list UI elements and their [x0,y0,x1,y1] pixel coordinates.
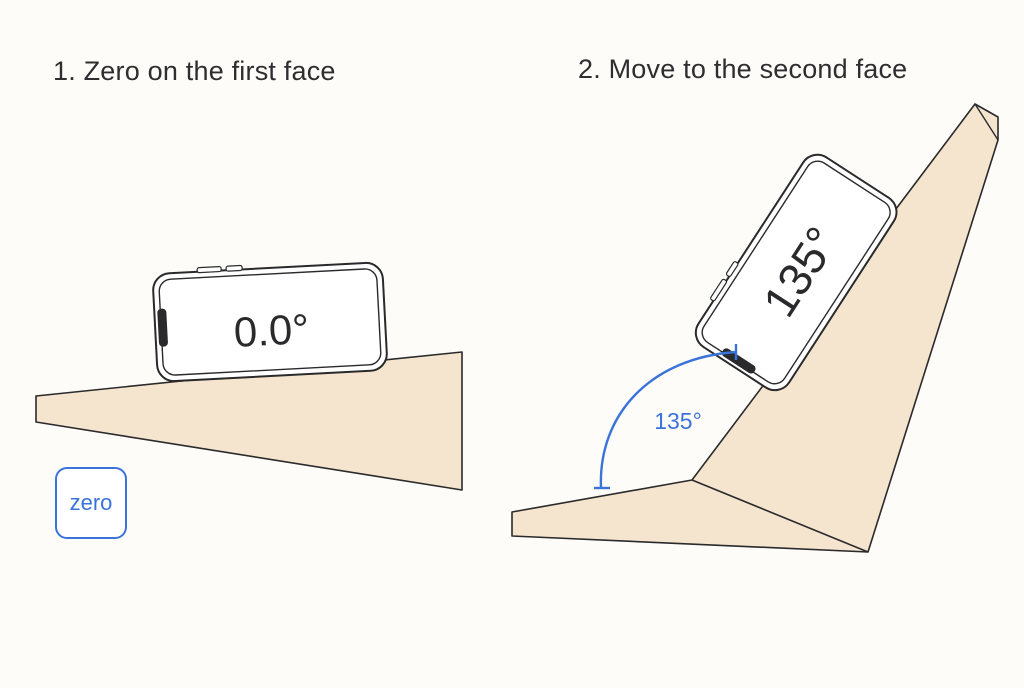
phone-camera-notch [157,308,168,347]
second-wedge-block [511,103,999,553]
angle-arc [599,350,737,489]
phone-readout-first-face: 0.0° [233,305,311,356]
step-2-title: 2. Move to the second face [578,54,908,84]
smartphone-icon [152,261,388,383]
phone-side-button [196,265,222,274]
phone-side-button [225,264,243,272]
phone-second-face: 135° [694,153,898,392]
phone-side-button [725,261,739,277]
scene-second-face: 135° 135° [511,103,999,553]
zero-button[interactable]: zero [55,467,127,539]
wedge-crease-top [974,103,999,141]
scene-first-face: 0.0° [35,261,463,491]
angle-label: 135° [654,408,702,434]
step-1-title: 1. Zero on the first face [53,56,336,86]
phone-first-face: 0.0° [152,261,388,383]
smartphone-icon [694,153,898,392]
angle-arc-icon: 135° [594,344,738,490]
wedge-crease-front [691,479,869,553]
phone-camera-notch [721,348,756,374]
phone-side-button [710,278,728,302]
